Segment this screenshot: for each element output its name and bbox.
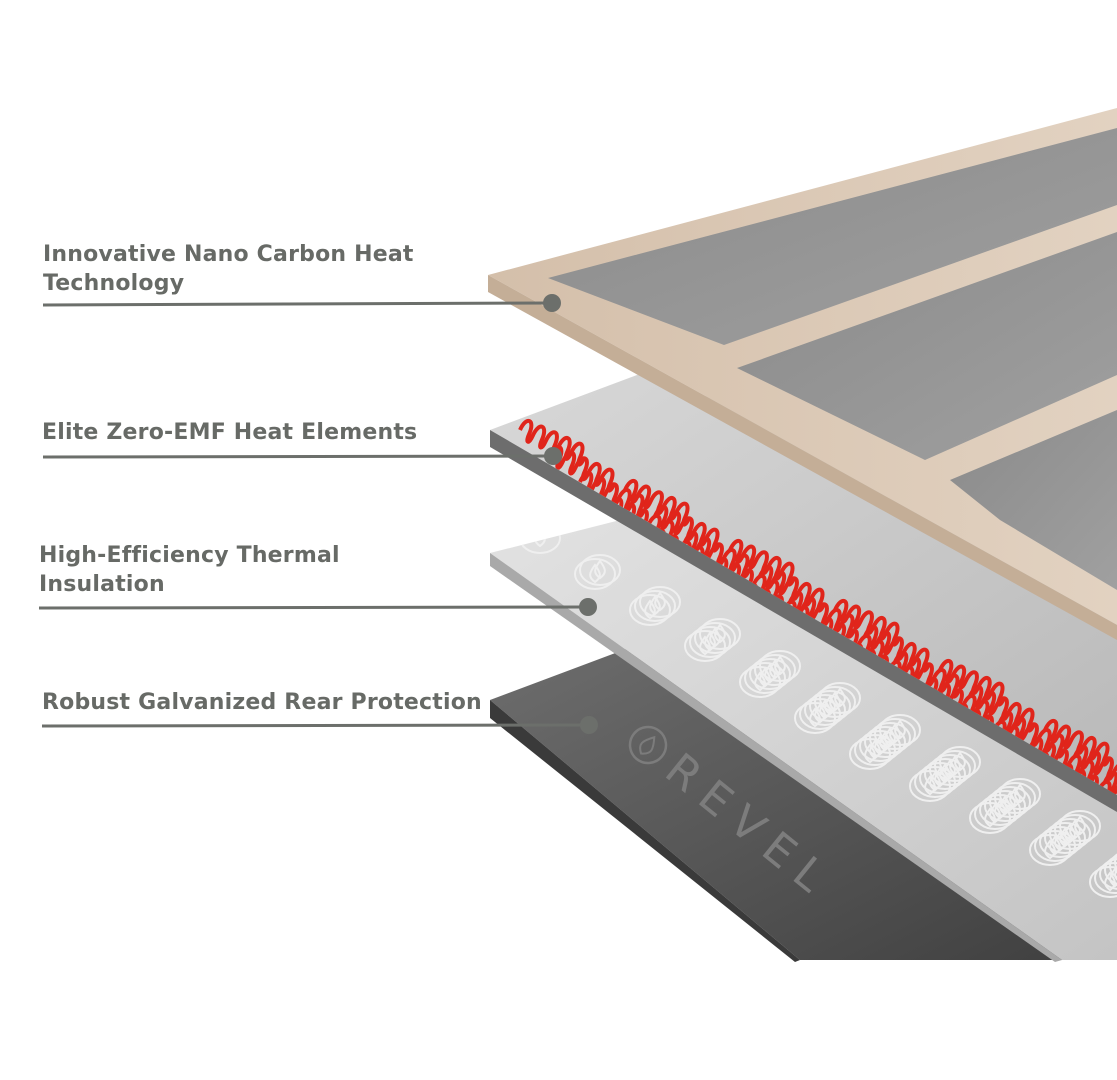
- callout-heat-elements: Elite Zero-EMF Heat Elements: [42, 418, 482, 447]
- insulation-drop-icon: [1104, 854, 1117, 886]
- insulation-drop-icon: [969, 802, 1011, 834]
- insulation-drop-icon: [739, 666, 781, 698]
- insulation-drop-icon: [629, 594, 671, 626]
- callout-carbon-line1: Innovative Nano Carbon Heat: [43, 242, 414, 267]
- callout-rear-line1: Robust Galvanized Rear Protection: [42, 690, 482, 715]
- insulation-drop-icon: [574, 558, 616, 590]
- heat-element-layer: [490, 372, 1117, 812]
- insulation-drop-icon: [1029, 834, 1071, 866]
- callout-thermal-insulation: High-Efficiency Thermal Insulation: [39, 541, 479, 599]
- callout-carbon-technology: Innovative Nano Carbon Heat Technology: [43, 240, 483, 298]
- insulation-drop-icon: [849, 738, 891, 770]
- callout-heat-line1: Elite Zero-EMF Heat Elements: [42, 420, 418, 445]
- insulation-drop-icon: [1089, 866, 1117, 898]
- insulation-drop-icon: [684, 630, 726, 662]
- carbon-frame-layer: [488, 108, 1117, 640]
- leader-lines: [38, 294, 598, 734]
- thermal-insulation-layer: [490, 515, 1117, 962]
- insulation-drop-icon: [794, 702, 836, 734]
- insulation-drop-icon: [909, 770, 951, 802]
- callout-carbon-line2: Technology: [43, 271, 185, 296]
- callout-insulation-line2: Insulation: [39, 572, 165, 597]
- callout-insulation-line1: High-Efficiency Thermal: [39, 543, 340, 568]
- heat-coil: [548, 445, 616, 493]
- callout-rear-protection: Robust Galvanized Rear Protection: [42, 688, 522, 717]
- heat-coil: [518, 419, 586, 467]
